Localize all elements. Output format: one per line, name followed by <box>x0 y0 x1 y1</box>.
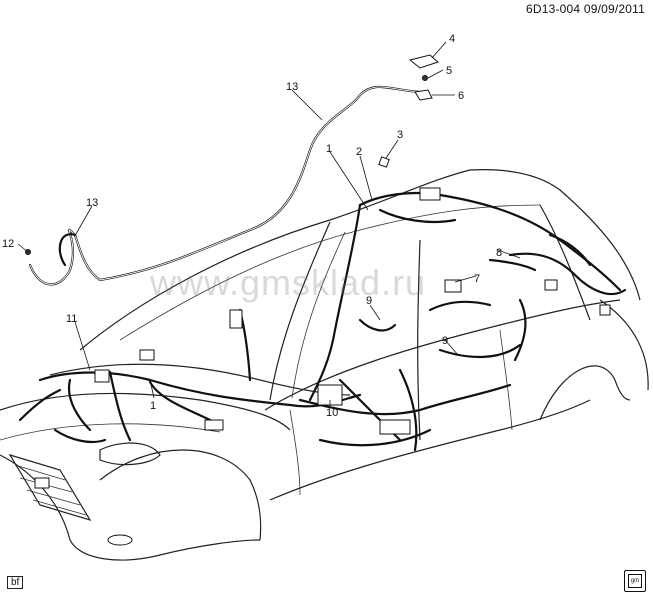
components <box>25 54 611 435</box>
trunk-connector <box>599 304 611 316</box>
callout-13-left: 13 <box>86 197 98 209</box>
callout-numbers: 4 5 6 3 2 1 13 13 12 11 1 8 7 9 9 10 <box>2 33 502 419</box>
callout-6: 6 <box>458 90 464 102</box>
callout-9-rear: 9 <box>442 335 448 347</box>
callout-11: 11 <box>66 313 77 325</box>
door-connector <box>444 279 462 293</box>
callout-9-front: 9 <box>366 295 372 307</box>
connector-block <box>229 309 243 329</box>
fog-light <box>107 534 133 546</box>
drawing-reference: 6D13-004 09/09/2011 <box>525 2 645 16</box>
corner-tag: bf <box>7 576 24 589</box>
car-body-outline <box>0 169 649 561</box>
callout-4: 4 <box>449 33 455 45</box>
roof-connector <box>419 187 441 201</box>
callout-10: 10 <box>326 407 338 419</box>
callout-2: 2 <box>356 146 362 158</box>
callout-13-upper: 13 <box>286 81 298 93</box>
callout-1-roof: 1 <box>326 143 332 155</box>
callout-1-ip: 1 <box>150 400 156 412</box>
callout-7: 7 <box>474 273 480 285</box>
front-grille <box>8 453 92 522</box>
connector-part <box>378 156 390 168</box>
ip-connector <box>204 419 224 431</box>
watermark-text: www.gmsklad.ru <box>150 262 427 303</box>
headlamp <box>99 442 161 466</box>
callout-5: 5 <box>446 65 452 77</box>
leader-lines <box>17 41 521 408</box>
callout-3: 3 <box>397 129 403 141</box>
gm-logo-label: gm <box>628 574 642 588</box>
gm-logo-icon: gm <box>624 570 646 592</box>
quarter-connector <box>544 279 558 291</box>
harness-routing <box>18 85 627 452</box>
callout-8: 8 <box>496 247 502 259</box>
antenna-bracket-part <box>408 54 439 69</box>
floor-connector-part <box>379 419 411 435</box>
clip-part <box>414 89 433 101</box>
callout-12: 12 <box>2 238 14 250</box>
fastener-part <box>422 75 428 81</box>
connector-block <box>139 349 155 361</box>
ip-connector <box>94 369 110 383</box>
